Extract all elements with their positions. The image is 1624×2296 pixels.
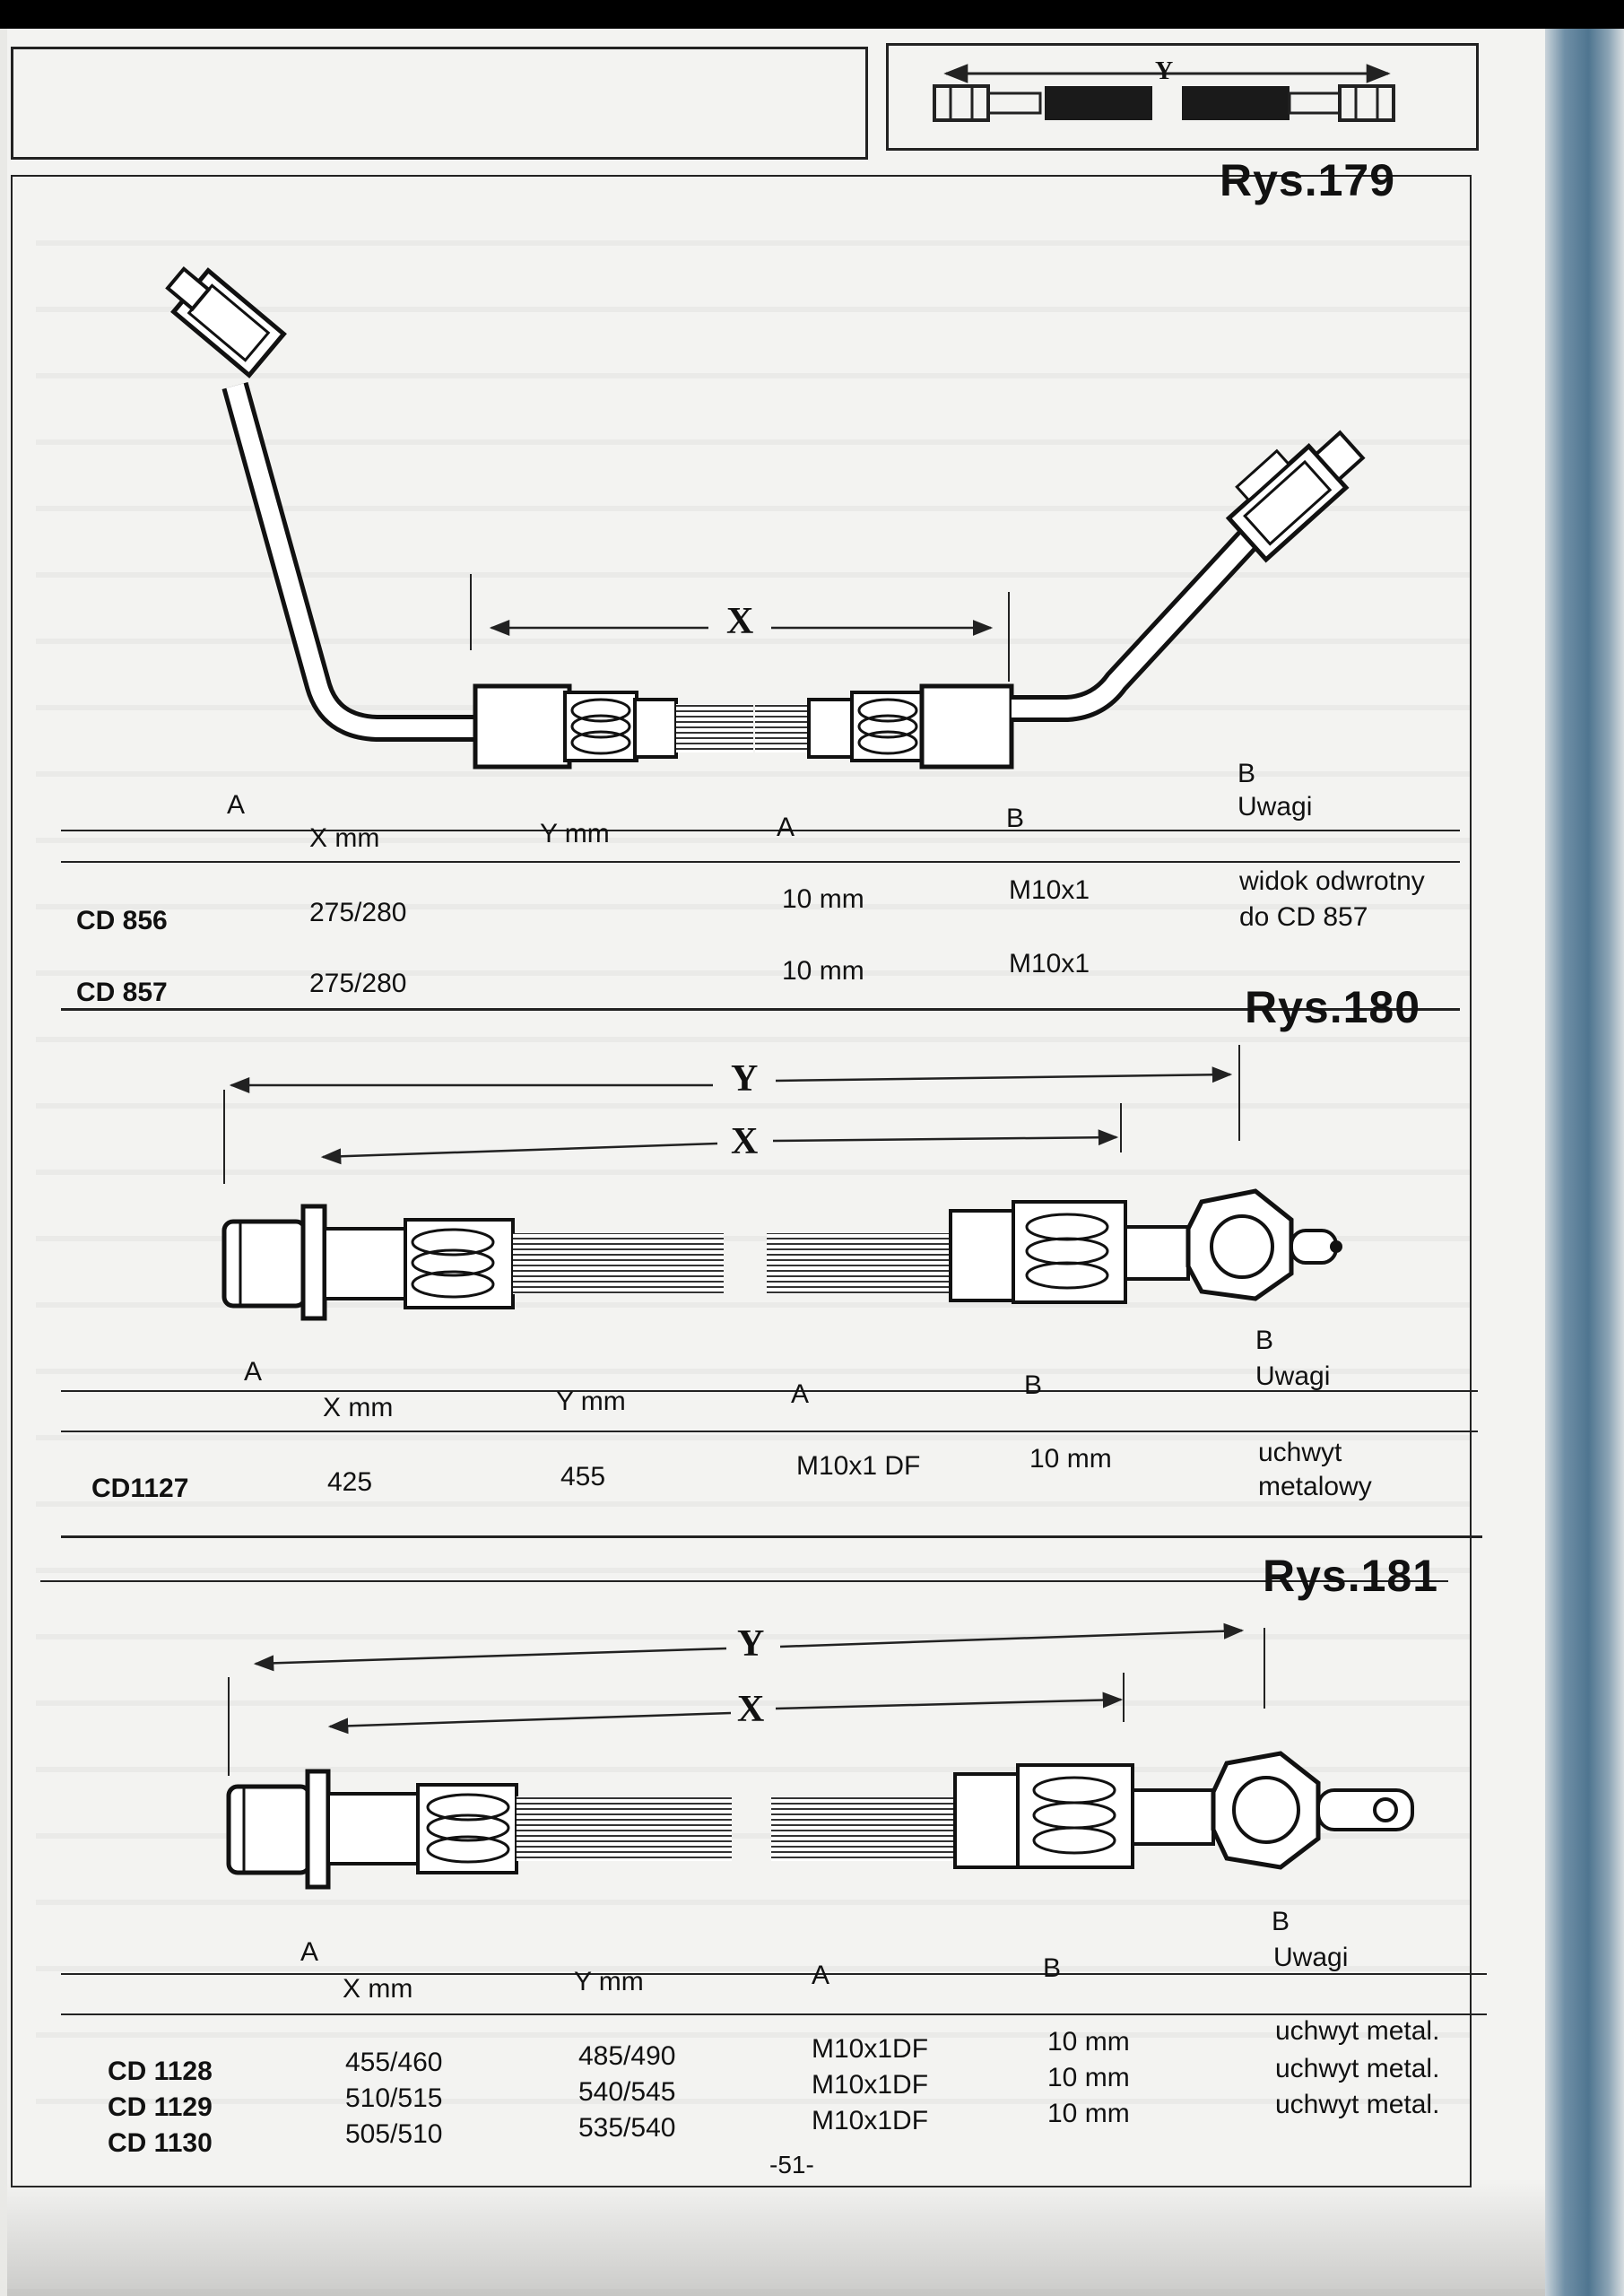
row-code: CD 856: [76, 906, 168, 935]
table-179-top-rule: [61, 830, 1460, 831]
figure-180-dimension-y: Y: [731, 1058, 759, 1100]
figure-180-dimension-x: X: [731, 1121, 759, 1162]
table-181-col-y: Y mm: [574, 1967, 644, 1996]
row-b: 10 mm: [1047, 2027, 1130, 2057]
table-179-header-rule: [61, 861, 1460, 863]
row-notes-line1: uchwyt: [1258, 1438, 1342, 1467]
section-179-bottom-rule: [61, 1008, 1460, 1011]
row-a: M10x1 DF: [796, 1451, 921, 1481]
row-b: 10 mm: [1029, 1444, 1112, 1474]
row-x: 275/280: [309, 969, 407, 998]
figure-179-dimension-x: X: [726, 601, 754, 642]
row-y: 455: [560, 1462, 606, 1492]
row-a: M10x1DF: [812, 2034, 929, 2064]
section-181-top-rule: [40, 1580, 1448, 1582]
header-right-frame: [886, 43, 1479, 151]
table-179-col-a: A: [777, 813, 795, 842]
figure-179-end-a: A: [227, 790, 246, 820]
table-180-header-rule: [61, 1431, 1478, 1432]
table-180-top-rule: [61, 1390, 1478, 1392]
row-notes-line2: metalowy: [1258, 1472, 1372, 1501]
row-a: 10 mm: [782, 884, 864, 914]
row-notes: uchwyt metal.: [1275, 2016, 1440, 2046]
figure-179-title: Rys.179: [1220, 155, 1396, 205]
row-a: M10x1DF: [812, 2106, 929, 2135]
section-180-bottom-rule: [61, 1535, 1482, 1538]
row-code: CD1127: [91, 1474, 189, 1503]
row-y: 540/545: [578, 2077, 676, 2107]
table-179-col-b: B: [1006, 804, 1025, 833]
row-b: 10 mm: [1047, 2099, 1130, 2128]
row-notes: uchwyt metal.: [1275, 2054, 1440, 2083]
figure-181-end-a: A: [300, 1937, 319, 1967]
row-x: 510/515: [345, 2083, 443, 2113]
table-181-col-b: B: [1043, 1953, 1062, 1983]
figure-181-end-b: B: [1272, 1907, 1290, 1936]
row-notes-line2: do CD 857: [1239, 902, 1368, 932]
table-181-header-rule: [61, 2013, 1487, 2015]
table-180-col-a: A: [791, 1379, 810, 1409]
row-code: CD 1130: [108, 2128, 213, 2158]
row-x: 275/280: [309, 898, 407, 927]
row-x: 505/510: [345, 2119, 443, 2149]
table-180-col-x: X mm: [323, 1393, 394, 1422]
row-x: 455/460: [345, 2048, 443, 2077]
table-179-col-y: Y mm: [540, 819, 610, 848]
row-y: 485/490: [578, 2041, 676, 2071]
figure-180-hose-drawing: [221, 1045, 1342, 1321]
row-y: 535/540: [578, 2113, 676, 2143]
figure-179-hose-drawing: [165, 265, 1366, 770]
page-number: -51-: [769, 2151, 814, 2179]
figure-179-end-b: B: [1238, 759, 1256, 788]
header-dimension-label: Y: [1155, 57, 1174, 85]
table-179-col-x: X mm: [309, 823, 380, 853]
table-181-col-notes: Uwagi: [1273, 1943, 1349, 1972]
row-code: CD 1129: [108, 2092, 213, 2122]
catalog-page: [7, 29, 1545, 2289]
table-181-top-rule: [61, 1973, 1487, 1975]
row-b: M10x1: [1009, 949, 1090, 978]
figure-180-title: Rys.180: [1245, 982, 1421, 1032]
row-code: CD 857: [76, 978, 168, 1007]
scan-top-border: [0, 0, 1624, 29]
page-curl-shadow: [7, 2179, 1545, 2296]
row-notes: uchwyt metal.: [1275, 2090, 1440, 2119]
row-b: M10x1: [1009, 875, 1090, 905]
table-181-col-a: A: [812, 1961, 830, 1990]
table-180-col-b: B: [1024, 1370, 1043, 1400]
figure-181-title: Rys.181: [1263, 1551, 1439, 1601]
table-180-col-notes: Uwagi: [1255, 1361, 1331, 1391]
figure-181-dimension-y: Y: [737, 1623, 765, 1665]
figure-181-hose-drawing: [226, 1622, 1414, 1890]
row-a: 10 mm: [782, 956, 864, 986]
figure-181-dimension-x: X: [737, 1689, 765, 1730]
figure-180-end-b: B: [1255, 1326, 1274, 1355]
table-179-col-notes: Uwagi: [1238, 792, 1313, 822]
row-b: 10 mm: [1047, 2063, 1130, 2092]
header-left-frame: [11, 47, 868, 160]
row-code: CD 1128: [108, 2057, 213, 2086]
table-180-col-y: Y mm: [556, 1387, 626, 1416]
table-181-col-x: X mm: [343, 1974, 413, 2004]
row-a: M10x1DF: [812, 2070, 929, 2100]
figure-180-end-a: A: [244, 1357, 263, 1387]
book-binding-edge: [1545, 29, 1624, 2296]
row-notes-line1: widok odwrotny: [1239, 866, 1425, 896]
header-hose-diagram: [933, 64, 1395, 122]
row-x: 425: [327, 1467, 373, 1497]
